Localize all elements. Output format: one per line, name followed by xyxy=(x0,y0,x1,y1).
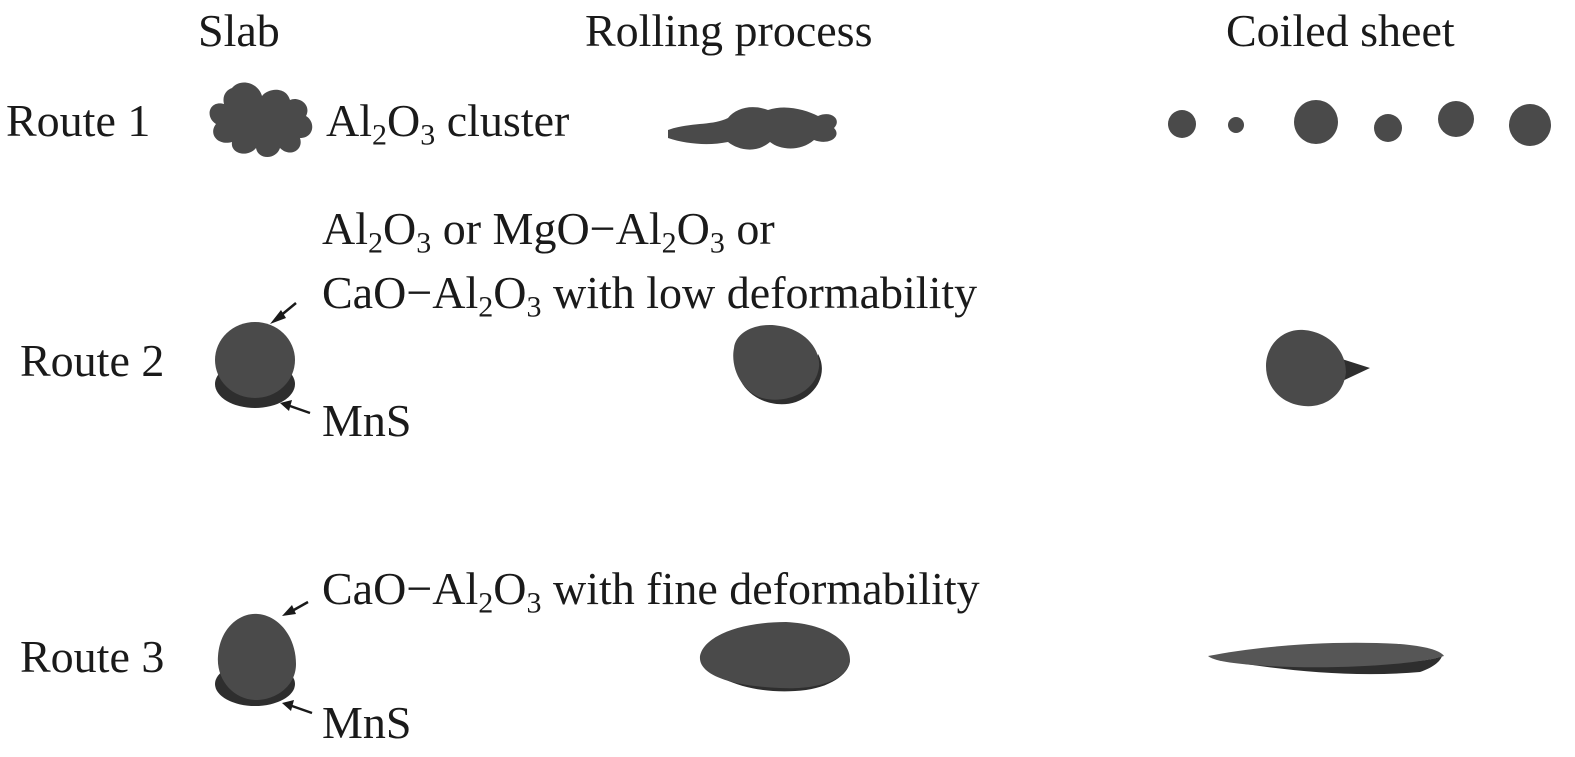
column-header-slab: Slab xyxy=(198,5,280,56)
route3-coiled-inclusion xyxy=(1208,642,1444,675)
arrow-route2-oxide xyxy=(270,302,297,324)
route1-coiled-particles xyxy=(1168,100,1551,146)
arrow-route3-oxide xyxy=(282,600,309,616)
column-header-rolling: Rolling process xyxy=(585,5,873,56)
route1-slab-cluster xyxy=(209,82,313,157)
route-label-2: Route 2 xyxy=(20,335,165,386)
route2-oxide-label-line2: CaO−Al2O3 with low deformability xyxy=(322,267,978,324)
route2-rolling-inclusion xyxy=(733,324,822,405)
route3-slab-inclusion xyxy=(215,613,296,706)
route3-rolling-inclusion xyxy=(699,622,850,692)
route2-mns-label: MnS xyxy=(322,395,412,446)
route-label-1: Route 1 xyxy=(6,95,151,146)
arrow-route2-mns xyxy=(280,400,311,415)
route-label-3: Route 3 xyxy=(20,631,165,682)
route2-coiled-inclusion xyxy=(1266,329,1370,407)
route2-slab-inclusion xyxy=(215,322,295,408)
route3-mns-label: MnS xyxy=(322,697,412,748)
route3-oxide-label: CaO−Al2O3 with fine deformability xyxy=(322,563,980,620)
route1-rolling-cluster xyxy=(668,107,837,150)
route2-oxide-label-line1: Al2O3 or MgO−Al2O3 or xyxy=(322,203,775,260)
arrow-route3-mns xyxy=(282,700,313,715)
column-header-coiled: Coiled sheet xyxy=(1226,5,1455,56)
route1-cluster-label: Al2O3 cluster xyxy=(326,95,570,152)
